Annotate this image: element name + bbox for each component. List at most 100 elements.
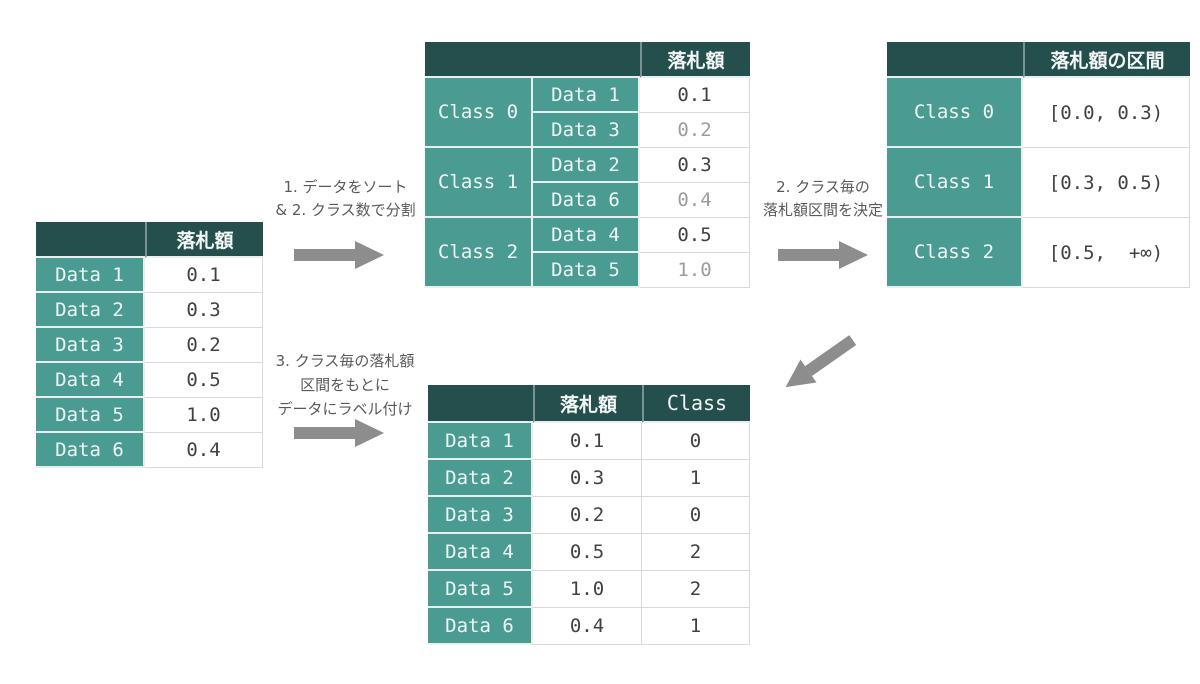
interval-value: [0.0, 0.3) [1023,78,1190,148]
row-label: Data 6 [36,433,145,468]
row-value: 0.1 [640,78,750,113]
row-label: Data 3 [428,497,533,534]
table-row: Data 4 0.5 [36,363,263,398]
annotation-line: 3. クラス毎の落札額 [275,352,415,370]
row-value: 0.3 [640,148,750,183]
row-label: Data 5 [36,398,145,433]
class-cell: Class 2 [887,218,1023,288]
row-label: Data 2 [428,460,533,497]
annotation-line: 区間をもとに [300,376,390,394]
step2-annotation: 2. クラス毎の 落札額区間を決定 [748,176,898,222]
table-row: Class 1 Data 2 0.3 [425,148,750,218]
row-value: 0.3 [533,460,642,497]
row-value: 0.2 [145,328,263,363]
class-cell: Class 1 [887,148,1023,218]
row-class: 0 [642,423,750,460]
annotation-line: & 2. クラス数で分割 [275,201,416,219]
row-value: 1.0 [533,571,642,608]
sorted-header-empty [425,42,640,78]
table-row: Data 6 0.4 1 [428,608,750,645]
row-label: Data 4 [428,534,533,571]
sorted-header-row: 落札額 [425,42,750,78]
row-value: 0.5 [533,534,642,571]
row-label: Data 3 [533,113,640,148]
row-class: 1 [642,608,750,645]
table-row: Data 3 0.2 [425,113,750,148]
labeled-header-empty [428,385,533,423]
row-label: Data 5 [428,571,533,608]
source-table: 落札額 Data 1 0.1 Data 2 0.3 Data 3 0.2 Dat… [36,222,263,468]
row-value: 0.4 [640,183,750,218]
class-cell: Class 2 [425,218,533,288]
row-label: Data 1 [533,78,640,113]
source-header-price: 落札額 [145,222,263,258]
row-label: Data 1 [428,423,533,460]
table-row: Class 0 Data 1 0.1 [425,78,750,148]
row-class: 2 [642,571,750,608]
annotation-line: 1. データをソート [283,178,408,196]
row-label: Data 6 [533,183,640,218]
row-class: 1 [642,460,750,497]
right-arrow-icon [778,241,868,269]
table-row: Data 5 1.0 [36,398,263,433]
right-arrow-icon [294,419,384,447]
table-row: Class 2 [0.5, +∞) [887,218,1190,288]
interval-value: [0.5, +∞) [1023,218,1190,288]
table-row: Data 5 1.0 2 [428,571,750,608]
row-label: Data 3 [36,328,145,363]
table-row: Data 1 0.1 0 [428,423,750,460]
row-value: 0.2 [640,113,750,148]
table-row: Data 6 0.4 [36,433,263,468]
sorted-table: 落札額 Class 0 Data 1 0.1 Data 3 0.2 Class … [425,42,750,288]
table-row: Data 6 0.4 [425,183,750,218]
table-row: Data 3 0.2 0 [428,497,750,534]
labeled-header-class: Class [642,385,750,423]
table-row: Data 2 0.3 [36,293,263,328]
annotation-line: 2. クラス毎の [776,178,870,196]
labeled-table: 落札額 Class Data 1 0.1 0 Data 2 0.3 1 Data… [428,385,750,645]
table-row: Data 3 0.2 [36,328,263,363]
row-label: Data 5 [533,253,640,288]
table-row: Data 2 0.3 1 [428,460,750,497]
source-header-empty [36,222,145,258]
table-row: Data 1 0.1 [36,258,263,293]
intervals-header-range: 落札額の区間 [1023,42,1190,78]
table-row: Class 0 [0.0, 0.3) [887,78,1190,148]
row-value: 0.2 [533,497,642,534]
class-cell: Class 1 [425,148,533,218]
right-arrow-icon [294,241,384,269]
row-value: 0.4 [145,433,263,468]
step3-annotation: 3. クラス毎の落札額 区間をもとに データにラベル付け [255,349,435,421]
interval-value: [0.3, 0.5) [1023,148,1190,218]
row-value: 0.1 [145,258,263,293]
intervals-table: 落札額の区間 Class 0 [0.0, 0.3) Class 1 [0.3, … [887,42,1190,288]
row-label: Data 6 [428,608,533,645]
row-value: 0.3 [145,293,263,328]
class-cell: Class 0 [887,78,1023,148]
sorted-header-price: 落札額 [640,42,750,78]
intervals-header-row: 落札額の区間 [887,42,1190,78]
row-label: Data 1 [36,258,145,293]
row-value: 0.5 [145,363,263,398]
row-label: Data 4 [533,218,640,253]
annotation-line: データにラベル付け [277,400,413,418]
row-value: 0.4 [533,608,642,645]
row-value: 1.0 [145,398,263,433]
row-value: 0.1 [533,423,642,460]
class-cell: Class 0 [425,78,533,148]
row-label: Data 4 [36,363,145,398]
row-label: Data 2 [533,148,640,183]
annotation-line: 落札額区間を決定 [762,201,883,219]
step1-2-annotation: 1. データをソート & 2. クラス数で分割 [258,176,433,222]
intervals-header-empty [887,42,1023,78]
row-label: Data 2 [36,293,145,328]
row-value: 0.5 [640,218,750,253]
table-row: Class 1 [0.3, 0.5) [887,148,1190,218]
labeled-header-row: 落札額 Class [428,385,750,423]
down-left-arrow-icon [785,335,857,388]
table-row: Class 2 Data 4 0.5 [425,218,750,288]
row-class: 2 [642,534,750,571]
table-row: Data 5 1.0 [425,253,750,288]
row-value: 1.0 [640,253,750,288]
